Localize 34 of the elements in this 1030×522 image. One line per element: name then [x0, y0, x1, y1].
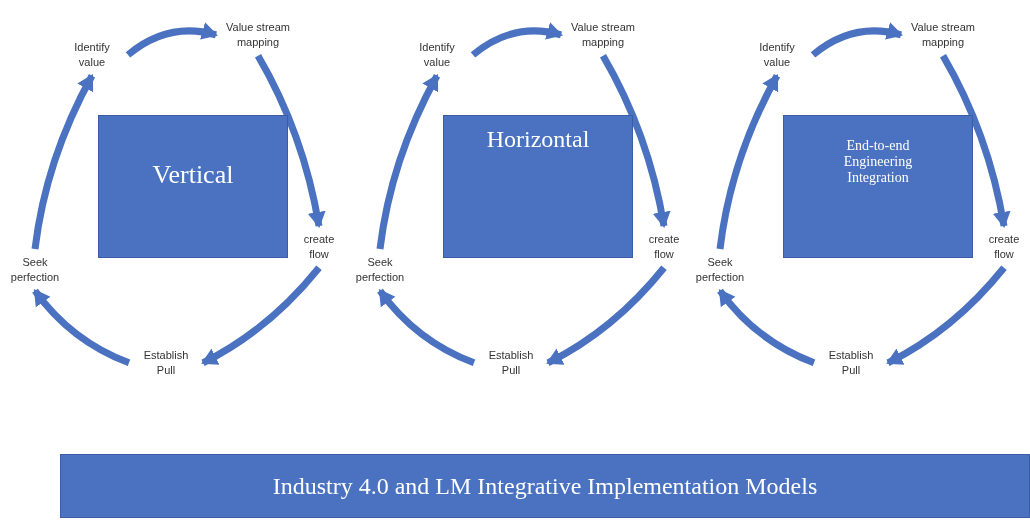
curved-arrow — [31, 73, 96, 250]
curved-arrow — [810, 22, 903, 58]
category-box: Horizontal — [443, 115, 633, 258]
step-label: Value stream mapping — [222, 20, 294, 50]
step-label: create flow — [643, 232, 685, 262]
category-box: Vertical — [98, 115, 288, 258]
curved-arrow — [716, 73, 781, 250]
step-label: Identify value — [407, 40, 467, 70]
curved-arrow — [886, 265, 1007, 366]
step-label: Value stream mapping — [567, 20, 639, 50]
step-label: Seek perfection — [348, 255, 412, 285]
step-label: Establish Pull — [820, 348, 882, 378]
curved-arrow — [546, 265, 667, 366]
step-label: Seek perfection — [3, 255, 67, 285]
step-label: Value stream mapping — [907, 20, 979, 50]
step-label: create flow — [298, 232, 340, 262]
curved-arrow — [599, 53, 671, 228]
step-label: Identify value — [747, 40, 807, 70]
step-label: Identify value — [62, 40, 122, 70]
title-banner: Industry 4.0 and LM Integrative Implementation Models — [60, 454, 1030, 518]
curved-arrow — [939, 53, 1011, 228]
category-box: End-to-end Engineering Integration — [783, 115, 973, 258]
curved-arrow — [377, 288, 476, 367]
curved-arrow — [254, 53, 326, 228]
curved-arrow — [717, 288, 816, 367]
curved-arrow — [376, 73, 441, 250]
step-label: create flow — [983, 232, 1025, 262]
curved-arrow — [32, 288, 131, 367]
step-label: Seek perfection — [688, 255, 752, 285]
curved-arrow — [201, 265, 322, 366]
step-label: Establish Pull — [135, 348, 197, 378]
step-label: Establish Pull — [480, 348, 542, 378]
curved-arrow — [470, 22, 563, 58]
curved-arrow — [125, 22, 218, 58]
